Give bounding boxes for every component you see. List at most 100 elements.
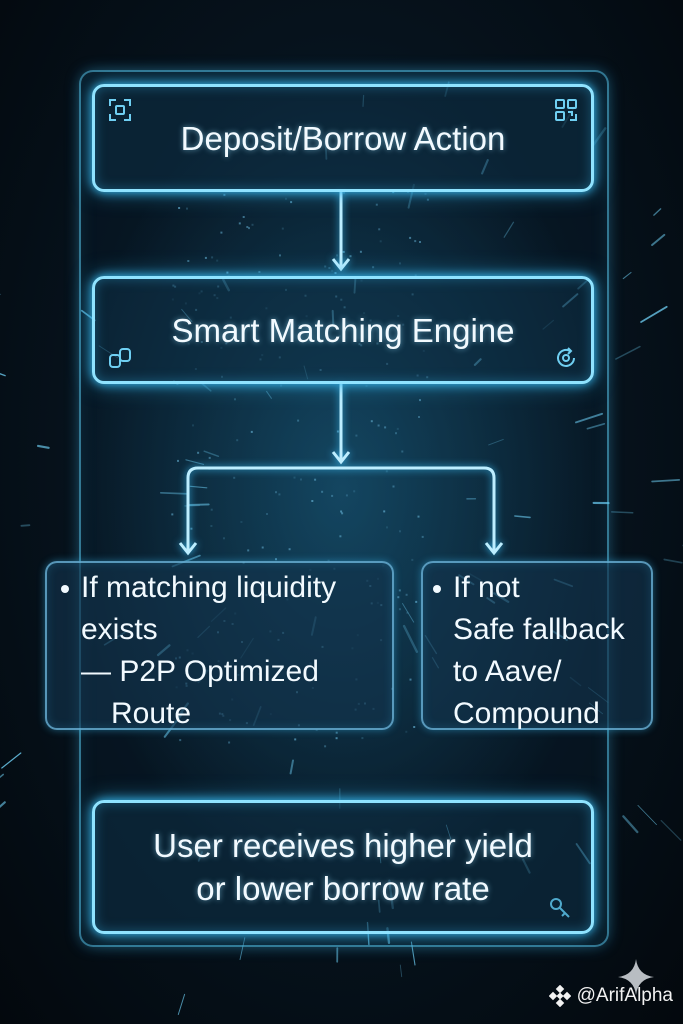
light-streak bbox=[503, 221, 515, 238]
data-particle bbox=[379, 240, 382, 243]
bullet-dot bbox=[61, 585, 69, 594]
left-branch-line2: exists bbox=[81, 613, 158, 646]
data-particle bbox=[211, 256, 214, 259]
data-particle bbox=[399, 262, 401, 265]
data-particle bbox=[414, 240, 417, 243]
data-particle bbox=[419, 399, 421, 402]
light-streak bbox=[653, 208, 662, 216]
data-particle bbox=[226, 271, 229, 274]
data-particle bbox=[251, 223, 254, 226]
data-particle bbox=[377, 424, 380, 427]
data-particle bbox=[250, 430, 253, 433]
data-particle bbox=[197, 451, 200, 454]
data-particle bbox=[392, 191, 395, 194]
light-streak bbox=[575, 412, 604, 424]
data-particle bbox=[192, 424, 194, 427]
data-particle bbox=[395, 432, 397, 435]
light-streak bbox=[640, 305, 668, 323]
data-particle bbox=[355, 434, 358, 437]
data-particle bbox=[290, 201, 293, 204]
data-particle bbox=[336, 254, 339, 257]
data-particle bbox=[281, 227, 284, 230]
light-streak bbox=[266, 390, 272, 399]
light-streak bbox=[239, 937, 246, 961]
data-particle bbox=[334, 272, 337, 274]
data-particle bbox=[238, 222, 241, 225]
data-particle bbox=[236, 439, 239, 442]
data-particle bbox=[223, 193, 226, 196]
data-particle bbox=[216, 259, 219, 262]
light-streak bbox=[622, 271, 632, 280]
data-particle bbox=[280, 384, 283, 387]
data-particle bbox=[324, 745, 327, 748]
data-particle bbox=[327, 559, 330, 562]
light-streak bbox=[592, 127, 607, 147]
right-branch-line2: Safe fallback bbox=[453, 613, 625, 646]
data-particle bbox=[406, 611, 409, 614]
light-streak bbox=[611, 511, 634, 514]
data-particle bbox=[220, 231, 223, 234]
right-branch-line1: If not bbox=[453, 571, 520, 604]
data-particle bbox=[384, 426, 387, 429]
light-streak bbox=[203, 450, 220, 457]
light-streak bbox=[622, 815, 639, 834]
data-particle bbox=[405, 593, 408, 596]
data-particle bbox=[349, 255, 352, 258]
light-streak bbox=[185, 459, 205, 465]
key-icon bbox=[550, 898, 570, 918]
data-particle bbox=[285, 197, 287, 200]
data-particle bbox=[258, 271, 261, 273]
branch-safe-fallback: If not Safe fallback to Aave/ Compound bbox=[421, 561, 653, 730]
scan-icon bbox=[109, 99, 131, 121]
data-particle bbox=[187, 260, 190, 262]
branch-p2p-route: If matching liquidity exists — P2P Optim… bbox=[45, 561, 394, 730]
right-branch-line4: Compound bbox=[453, 697, 600, 730]
data-particle bbox=[409, 678, 412, 681]
light-streak bbox=[159, 491, 189, 495]
step-smart-matching-engine: Smart Matching Engine bbox=[92, 276, 594, 384]
data-particle bbox=[365, 384, 368, 387]
data-particle bbox=[409, 236, 412, 239]
refresh-icon bbox=[557, 347, 575, 367]
result-higher-yield: User receives higher yield or lower borr… bbox=[92, 800, 594, 934]
light-streak bbox=[177, 993, 186, 1015]
left-branch-line4: Route bbox=[111, 697, 192, 730]
light-streak bbox=[0, 801, 6, 808]
data-particle bbox=[335, 737, 338, 740]
data-particle bbox=[414, 274, 417, 277]
data-particle bbox=[228, 741, 231, 744]
right-branch-line3: to Aave/ bbox=[453, 655, 562, 688]
data-particle bbox=[297, 419, 300, 422]
step-deposit-borrow-action: Deposit/Borrow Action bbox=[92, 84, 594, 192]
data-particle bbox=[171, 513, 174, 516]
data-particle bbox=[411, 558, 414, 561]
light-streak bbox=[289, 759, 294, 775]
result-line1: User receives higher yield bbox=[153, 827, 533, 864]
data-particle bbox=[405, 730, 408, 733]
data-particle bbox=[396, 427, 399, 430]
light-streak bbox=[660, 819, 682, 841]
data-particle bbox=[208, 456, 211, 459]
data-particle bbox=[279, 254, 281, 257]
data-particle bbox=[234, 398, 236, 401]
data-particle bbox=[413, 726, 416, 728]
data-particle bbox=[342, 191, 345, 194]
sparkle-icon bbox=[618, 959, 654, 995]
data-particle bbox=[324, 265, 327, 268]
result-line2: or lower borrow rate bbox=[196, 870, 490, 907]
light-streak bbox=[488, 438, 504, 446]
data-particle bbox=[401, 450, 404, 453]
data-particle bbox=[342, 250, 345, 253]
data-particle bbox=[424, 192, 427, 195]
step2-label: Smart Matching Engine bbox=[171, 311, 515, 349]
data-particle bbox=[242, 216, 245, 218]
data-particle bbox=[426, 198, 429, 201]
light-streak bbox=[651, 233, 666, 246]
data-particle bbox=[361, 737, 364, 740]
data-particle bbox=[294, 738, 297, 741]
light-streak bbox=[402, 603, 415, 623]
data-particle bbox=[204, 256, 207, 259]
data-particle bbox=[178, 207, 181, 209]
data-particle bbox=[328, 267, 331, 269]
bullet-dot bbox=[433, 585, 441, 594]
